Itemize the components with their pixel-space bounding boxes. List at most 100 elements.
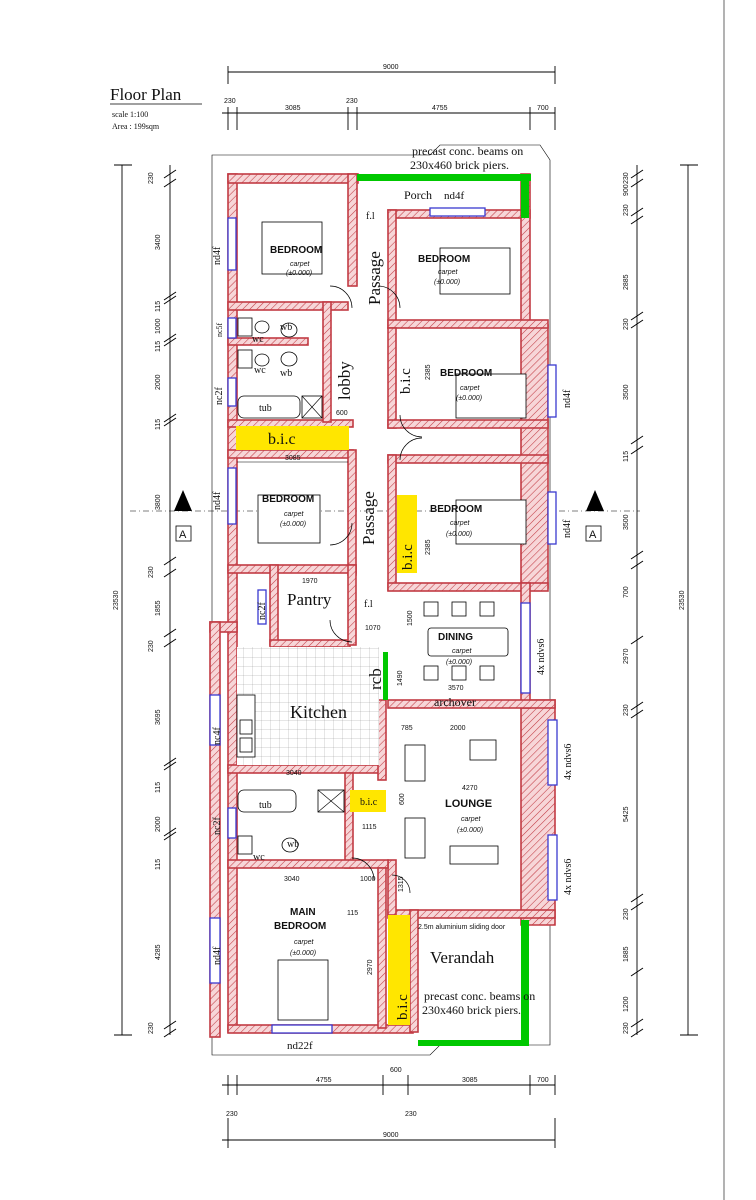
room-bed2-name: BEDROOM <box>418 254 470 265</box>
section-label-right: A <box>589 529 597 541</box>
bathroom-2-fixtures <box>237 789 345 855</box>
dim-tick <box>163 1028 177 1038</box>
win-label-bottom: nd22f <box>287 1040 313 1052</box>
inner-dim-1970: 1970 <box>302 578 318 585</box>
dim-right-1: 900 <box>623 184 630 196</box>
top-dimensions: 9000 230 3085 230 4755 700 <box>222 64 556 130</box>
room-main-bed-name1: MAIN <box>290 907 316 918</box>
fixture-wc-2: wc <box>254 365 266 376</box>
dim-left-4: 115 <box>155 341 162 352</box>
room-main-bed-floor: carpet <box>294 939 315 946</box>
dim-tick <box>630 435 644 445</box>
room-verandah-name: Verandah <box>430 948 495 967</box>
dim-tick <box>630 207 644 217</box>
dim-left-outer: 23530 <box>113 590 120 610</box>
dim-right-3: 2885 <box>623 274 630 290</box>
bathroom-1-fixtures <box>237 317 323 419</box>
dim-top-3: 4755 <box>432 105 448 112</box>
room-archover-name: archover <box>434 695 476 709</box>
area-label: Area : 199sqm <box>112 122 160 131</box>
walls <box>209 173 556 1038</box>
inner-dim-1315: 1315 <box>398 876 405 892</box>
inner-dim-785: 785 <box>401 725 413 732</box>
fl-label-1: f.l <box>366 211 375 222</box>
room-lounge-level: (±0.000) <box>457 827 483 834</box>
fixture-tub-2: tub <box>259 800 272 811</box>
inner-dim-3570: 3570 <box>448 685 464 692</box>
win-label-right-0: nd4f <box>562 389 573 408</box>
dim-bottom-total: 9000 <box>383 1132 399 1139</box>
room-bed4-level: (±0.000) <box>280 521 306 528</box>
room-bed1-level: (±0.000) <box>286 270 312 277</box>
note-top-line2: 230x460 brick piers. <box>410 158 509 172</box>
room-bed5-level: (±0.000) <box>446 531 472 538</box>
dim-left-11: 3695 <box>155 709 162 725</box>
dining-set <box>423 601 509 681</box>
room-bed1-floor: carpet <box>290 261 311 268</box>
win-label-left-2: nc2f <box>214 387 225 405</box>
room-lounge-name: LOUNGE <box>445 798 492 810</box>
inner-dim-4270: 4270 <box>462 785 478 792</box>
dim-right-6: 115 <box>623 451 630 462</box>
bed-furniture <box>257 221 527 1021</box>
dim-tick <box>630 901 644 911</box>
inner-dim-1500: 1500 <box>407 610 414 626</box>
dim-tick <box>163 638 177 648</box>
dim-tick <box>630 1028 644 1038</box>
dim-left-0: 230 <box>148 172 155 184</box>
win-label-left-1: nc5f <box>215 322 224 337</box>
inner-dim-115: 115 <box>347 910 358 917</box>
dim-right-15: 230 <box>623 1022 630 1034</box>
dim-tick <box>630 319 644 329</box>
dim-right-12: 230 <box>623 908 630 920</box>
beam-bottom-right <box>521 920 529 1045</box>
dim-right-7: 3500 <box>623 514 630 530</box>
win-label-left-0: nd4f <box>212 246 223 265</box>
room-bed5-floor: carpet <box>450 520 471 527</box>
dim-tick <box>163 1020 177 1030</box>
dim-tick <box>163 568 177 578</box>
win-label-left-3: nd4f <box>212 491 223 510</box>
inner-dim-1070: 1070 <box>365 625 381 632</box>
dim-tick <box>163 291 177 301</box>
win-label-right-3: 4x ndvs6 <box>563 744 574 780</box>
win-label-right-1: nd4f <box>562 519 573 538</box>
bic-block-4 <box>388 915 410 1025</box>
dim-left-2: 115 <box>155 301 162 312</box>
dim-tick <box>630 893 644 903</box>
dim-top-0: 230 <box>224 98 236 105</box>
dim-bottom-0: 4755 <box>316 1077 332 1084</box>
inner-dim-2970: 2970 <box>367 959 374 975</box>
fixture-wc-3: wc <box>253 852 265 863</box>
dim-tick <box>630 709 644 719</box>
bic-label-2: b.i.c <box>400 544 416 570</box>
dim-left-5: 2000 <box>155 374 162 390</box>
inner-dim-3040a: 3040 <box>286 770 302 777</box>
dim-tick <box>630 311 644 321</box>
kitchen-sink-2 <box>239 737 253 753</box>
room-bed1-name: BEDROOM <box>270 245 322 256</box>
beam-bottom <box>418 1040 529 1046</box>
left-dimensions: 23530 230 3400 115 1000 115 2000 115 380… <box>113 164 177 1038</box>
room-rcb-name: rcb <box>366 668 385 690</box>
room-bed5-name: BEDROOM <box>430 504 482 515</box>
dim-left-6: 115 <box>155 419 162 430</box>
bic-block-1 <box>236 426 349 450</box>
kitchen-sink-1 <box>239 719 253 735</box>
fixture-wb-1: wb <box>280 322 292 333</box>
note-bottom-line2: 230x460 brick piers. <box>422 1003 521 1017</box>
room-bed3-floor: carpet <box>460 385 481 392</box>
room-lounge-floor: carpet <box>461 816 482 823</box>
room-dining-floor: carpet <box>452 648 473 655</box>
dim-left-7: 3800 <box>155 494 162 510</box>
dim-right-11: 5425 <box>623 806 630 822</box>
win-label-left-7: nd4f <box>212 946 223 965</box>
inner-dim-3040b: 3040 <box>284 876 300 883</box>
dim-tick <box>163 831 177 841</box>
dim-right-13: 1885 <box>623 946 630 962</box>
room-bed2-floor: carpet <box>438 269 459 276</box>
fixture-wb-3: wb <box>287 839 299 850</box>
win-label-left-4: nc2f <box>257 602 268 620</box>
dim-tick <box>630 701 644 711</box>
